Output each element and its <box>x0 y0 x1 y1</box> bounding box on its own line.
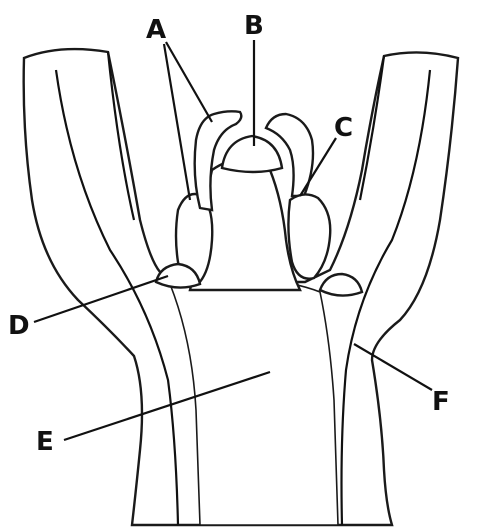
label-e: E <box>36 427 54 457</box>
label-a: A <box>146 15 166 45</box>
right-leaf-primordium-inner <box>288 194 330 278</box>
label-b: B <box>244 11 264 41</box>
leader-line-a2 <box>164 44 190 200</box>
leader-line-a1 <box>166 42 212 122</box>
label-d: D <box>8 311 30 341</box>
label-f: F <box>432 387 450 417</box>
apical-dome <box>222 136 282 172</box>
label-c: C <box>334 113 353 143</box>
